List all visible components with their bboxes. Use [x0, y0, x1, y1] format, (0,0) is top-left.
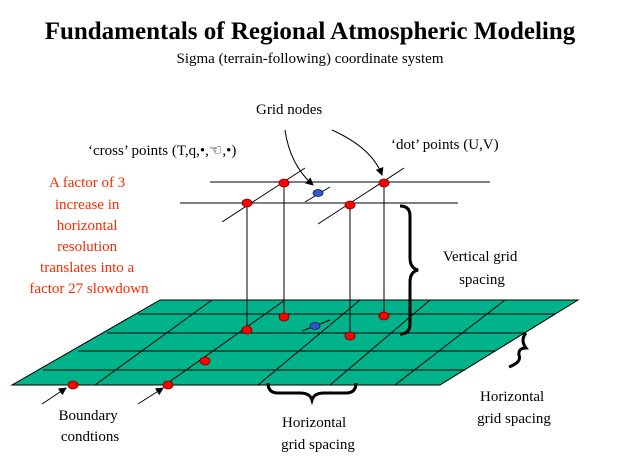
cross-point-nodes [309, 189, 324, 330]
page-subtitle: Sigma (terrain-following) coordinate sys… [176, 51, 444, 67]
node-lower-back-right [378, 311, 390, 321]
boundary-arrow-right [137, 387, 164, 405]
node-upper-front-left [241, 198, 253, 208]
dot-points-label: ‘dot’ points (U,V) [391, 137, 499, 153]
node-plane-mid [199, 356, 211, 366]
resolution-factor-note: A factor of 3 increase in horizontal res… [29, 175, 149, 297]
node-lower-cross [309, 322, 321, 330]
vertical-spacing-brace [399, 204, 419, 336]
horizontal-spacing-right-label: Horizontal grid spacing [477, 389, 551, 427]
node-boundary-right [162, 380, 174, 390]
horizontal-spacing-brace-bottom [266, 382, 358, 406]
boundary-arrow-left [41, 387, 67, 405]
node-upper-back-right [378, 178, 390, 188]
plane-grid-columns [94, 299, 506, 386]
ground-plane [10, 299, 580, 386]
node-upper-back-left [278, 178, 290, 188]
horizontal-spacing-brace-right [508, 332, 529, 369]
node-lower-front-left [241, 325, 253, 335]
node-upper-cross [312, 189, 324, 197]
vertical-columns [246, 183, 385, 336]
upper-level-grid [180, 167, 490, 225]
vertical-spacing-label: Vertical grid spacing [443, 249, 521, 288]
node-upper-front-right [344, 200, 356, 210]
node-boundary-left [67, 380, 79, 390]
boundary-conditions-label: Boundary condtions [59, 408, 122, 445]
node-lower-front-right [344, 331, 356, 341]
grid-node-arrow-red [331, 129, 384, 176]
node-lower-back-left [278, 312, 290, 322]
grid-nodes-label: Grid nodes [256, 102, 322, 118]
grid-node-arrow-blue [284, 129, 314, 186]
dot-point-nodes [67, 178, 390, 390]
horizontal-spacing-bottom-label: Horizontal grid spacing [281, 415, 355, 453]
cross-points-label: ‘cross’ points (T,q,•,☜,•) [88, 143, 236, 159]
page-title: Fundamentals of Regional Atmospheric Mod… [44, 18, 576, 45]
